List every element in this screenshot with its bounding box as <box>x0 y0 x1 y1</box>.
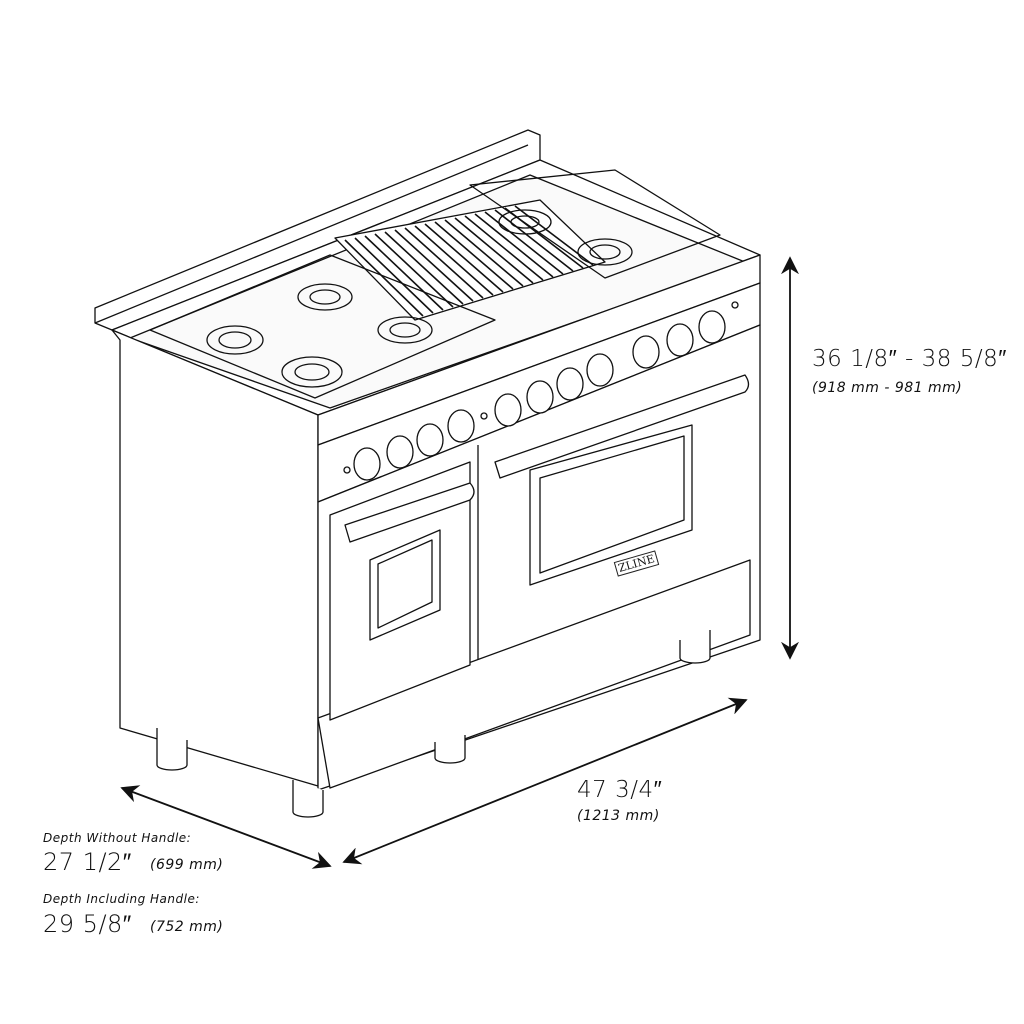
width-dimension-label: 47 3/4″ <box>577 777 663 803</box>
height-dimension-label: 36 1/8″ - 38 5/8″ <box>812 346 1007 372</box>
depth-arrow <box>120 785 332 869</box>
depth-without-handle-metric: (699 mm) <box>150 857 224 873</box>
front-body <box>317 324 761 791</box>
burners <box>149 169 721 399</box>
depth-including-handle-label: 29 5/8″ <box>43 910 132 938</box>
width-dimension-metric: (1213 mm) <box>577 808 660 824</box>
side-panel <box>111 329 319 787</box>
depth-without-handle-label: 27 1/2″ <box>43 848 132 876</box>
height-dimension-metric: (918 mm - 981 mm) <box>812 380 963 396</box>
knobs <box>343 301 739 481</box>
depth-without-handle-caption: Depth Without Handle: <box>43 831 192 845</box>
depth-including-handle-caption: Depth Including Handle: <box>43 892 200 906</box>
width-arrow <box>342 697 748 865</box>
depth-including-handle-metric: (752 mm) <box>150 919 224 935</box>
griddle <box>334 199 606 321</box>
dimension-arrows <box>120 256 799 869</box>
